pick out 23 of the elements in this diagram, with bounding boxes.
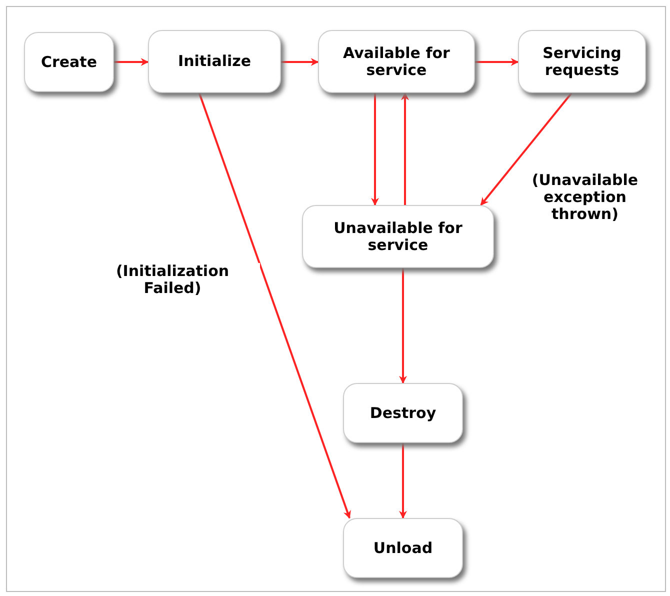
arrow (475, 58, 519, 66)
arrow (399, 268, 407, 384)
state-label: Destroy (370, 404, 436, 422)
arrow (401, 92, 409, 205)
state-box (318, 30, 475, 93)
state-label: Unavailable for service (332, 220, 464, 254)
arrow (114, 58, 149, 66)
state-box (343, 518, 463, 578)
state-box (148, 30, 281, 93)
state-label: Create (40, 54, 98, 70)
arrow (480, 92, 572, 206)
state-box (302, 205, 494, 268)
arrow (198, 92, 351, 519)
arrow (399, 443, 407, 519)
arrow (281, 58, 319, 66)
state-label: Available for service (342, 44, 451, 78)
state-label: Initialize (178, 53, 252, 70)
state-box (343, 383, 463, 443)
state-label: Servicing requests (542, 44, 622, 78)
state-box (24, 32, 114, 92)
state-label: Unload (373, 540, 433, 556)
state-box (518, 30, 646, 93)
arrow (371, 93, 379, 206)
